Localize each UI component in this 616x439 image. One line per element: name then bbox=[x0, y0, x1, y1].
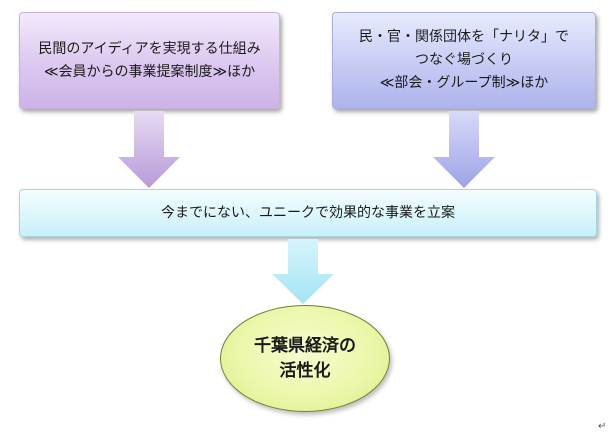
proposal-system-box: 民間のアイディアを実現する仕組み ≪会員からの事業提案制度≫ほか bbox=[19, 12, 280, 109]
networking-line1: 民・官・関係団体を「ナリタ」で bbox=[359, 29, 569, 45]
unique-project-box: 今までにない、ユニークで効果的な事業を立案 bbox=[19, 189, 597, 237]
left-down-arrow-icon bbox=[118, 111, 180, 188]
proposal-system-line1: 民間のアイディアを実現する仕組み bbox=[38, 40, 261, 57]
economic-revitalization-goal: 千葉県経済の 活性化 bbox=[220, 305, 390, 412]
networking-line2: つなぐ場づくり bbox=[415, 52, 513, 68]
right-down-arrow-icon bbox=[433, 111, 495, 188]
unique-project-text: 今までにない、ユニークで効果的な事業を立案 bbox=[161, 204, 455, 221]
center-down-arrow-icon bbox=[272, 239, 334, 304]
goal-line1: 千葉県経済の bbox=[254, 335, 356, 356]
goal-line2: 活性化 bbox=[279, 360, 331, 381]
proposal-system-line2: ≪会員からの事業提案制度≫ほか bbox=[43, 63, 256, 80]
paragraph-return-mark: ↵ bbox=[598, 421, 607, 432]
networking-box: 民・官・関係団体を「ナリタ」で つなぐ場づくり ≪部会・グループ制≫ほか bbox=[332, 12, 596, 109]
networking-line3: ≪部会・グループ制≫ほか bbox=[379, 75, 549, 91]
